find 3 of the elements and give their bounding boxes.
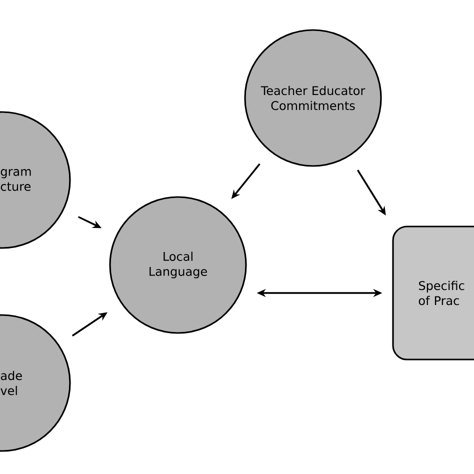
rounded-box: Specific of Prac [392, 226, 474, 360]
circle-node: Teacher Educator Commitments [244, 29, 382, 167]
circle-node: Local Language [109, 196, 247, 334]
